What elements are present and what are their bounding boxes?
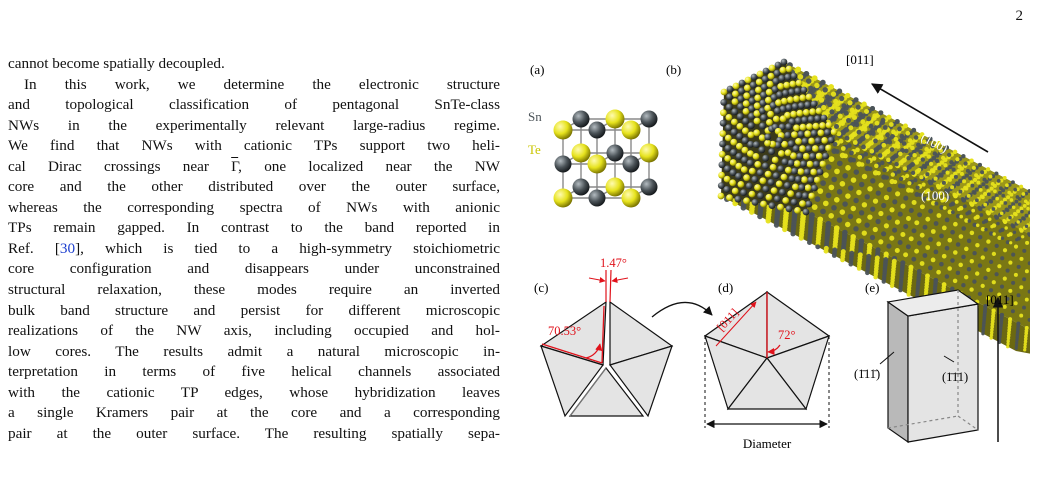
text-segment: , one localized near the NW — [238, 157, 501, 175]
pentagon-c — [539, 300, 674, 418]
angle-small-label: 1.47° — [600, 256, 627, 270]
te-atom — [553, 120, 573, 140]
gamma-bar-symbol: Γ — [231, 157, 239, 175]
text-line: and topological classification of pentag… — [8, 96, 500, 114]
panel-e: (e) (1̄11̄) (1̄1̄1) [011] — [854, 280, 1014, 444]
sn-label: Sn — [528, 109, 542, 124]
angle-arrow-left — [588, 277, 606, 283]
body-text: cannot become spatially decoupled. In thi… — [8, 54, 500, 444]
te-atom — [621, 120, 641, 140]
angle-line-right — [609, 269, 612, 303]
panel-a: (a) Sn Te — [528, 62, 659, 208]
transform-arrow — [651, 301, 713, 318]
text-segment: ], which is tied to a high-symmetry stoi… — [75, 239, 500, 257]
te-atom — [553, 188, 573, 208]
facet-right-label: (1̄1̄1) — [942, 370, 968, 384]
text-line: Ref. [30], which is tied to a high-symme… — [8, 239, 500, 260]
text-line: cannot become spatially decoupled. — [8, 55, 225, 72]
text-line: terpretation in terms of five helical ch… — [8, 363, 500, 381]
angle-d-label: 72° — [778, 328, 796, 342]
text-line: NWs in the experimentally relevant large… — [8, 116, 500, 134]
text-line: bulk band structure and persist for diff… — [8, 301, 500, 319]
panel-a-label: (a) — [530, 62, 544, 77]
text-line: pair at the outer surface. The resulting… — [8, 424, 500, 442]
text-line: structural relaxation, these modes requi… — [8, 281, 500, 299]
sn-atom — [606, 144, 624, 162]
figure: (a) Sn Te (b) [011] (100) (100) (c) — [516, 34, 1030, 490]
facet-bottom-label: (100) — [921, 188, 949, 203]
axis-arrow-b — [871, 83, 989, 153]
te-atom — [587, 154, 607, 174]
sn-atom — [572, 178, 590, 196]
text-line: low cores. The results admit a natural m… — [8, 342, 500, 360]
panel-c: (c) 1.47° 70.53° — [534, 256, 713, 418]
direction-arrow-d — [715, 301, 757, 347]
angle-arc-d — [767, 344, 781, 356]
text-segment: cal Dirac crossings near — [8, 157, 232, 175]
axis-label-b: [011] — [846, 52, 874, 67]
text-line: whereas the corresponding spectra of NWs… — [8, 198, 500, 216]
diameter-label: Diameter — [743, 436, 792, 451]
panel-e-label: (e) — [865, 280, 879, 295]
panel-d: (d) [011] 72° Diameter — [703, 280, 831, 451]
panel-b-label: (b) — [666, 62, 681, 77]
unit-cell — [553, 109, 659, 208]
axis-label-e: [011] — [986, 292, 1014, 307]
text-line: We find that NWs with cationic TPs suppo… — [8, 137, 500, 155]
te-atom — [605, 109, 625, 129]
te-atom — [605, 177, 625, 197]
page-number: 2 — [1015, 8, 1024, 24]
te-label: Te — [528, 142, 541, 157]
panel-c-label: (c) — [534, 280, 548, 295]
sn-atom — [554, 155, 572, 173]
sn-atom — [588, 121, 606, 139]
te-atom — [639, 143, 659, 163]
text-segment: Ref. [ — [8, 239, 60, 257]
angle-arrow-right — [611, 277, 629, 283]
te-atom — [621, 188, 641, 208]
text-line: realizations of the NW axis, including o… — [8, 322, 500, 340]
text-line: a single Kramers pair at the core and a … — [8, 404, 500, 422]
angle-large-label: 70.53° — [548, 324, 581, 338]
text-line: In this work, we determine the electroni… — [24, 75, 500, 93]
angle-arc-c — [585, 343, 603, 359]
facet-left-label: (1̄11̄) — [854, 367, 880, 381]
te-atom — [571, 143, 591, 163]
sn-atom — [572, 110, 590, 128]
citation-link[interactable]: 30 — [59, 239, 76, 257]
sn-atom — [588, 189, 606, 207]
text-line: core configuration and disappears under … — [8, 260, 500, 278]
text-line: TPs remain gapped. In contrast to the ba… — [8, 219, 500, 237]
sn-atom — [640, 110, 658, 128]
sn-atom — [622, 155, 640, 173]
sn-atom — [640, 178, 658, 196]
text-line: core and the other distributed over the … — [8, 178, 500, 196]
prism — [886, 289, 980, 444]
panel-d-label: (d) — [718, 280, 733, 295]
text-line: with the cationic TP edges, whose hybrid… — [8, 383, 500, 401]
text-line: cal Dirac crossings near Γ, one localize… — [8, 157, 500, 178]
